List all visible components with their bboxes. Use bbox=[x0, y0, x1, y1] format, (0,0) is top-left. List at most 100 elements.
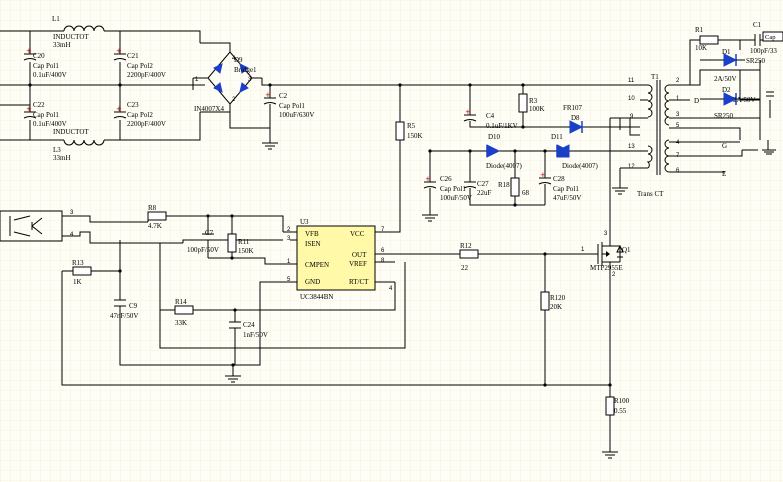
ic-u3[interactable]: U3 UC3844BN VFB ISEN CMPEN GND VCC OUT V… bbox=[287, 218, 455, 301]
c22-value: 0.1uF/400V bbox=[33, 120, 67, 128]
svg-text:+: + bbox=[26, 105, 32, 113]
svg-text:C1: C1 bbox=[753, 21, 762, 29]
svg-text:+: + bbox=[465, 108, 471, 116]
capacitor-c27[interactable]: C27 22uF bbox=[463, 151, 545, 206]
svg-text:6: 6 bbox=[381, 248, 385, 254]
svg-text:9: 9 bbox=[630, 114, 634, 120]
ground-symbol bbox=[262, 140, 278, 150]
svg-text:C2: C2 bbox=[279, 92, 288, 100]
capacitor-c4[interactable]: + C4 0.1uF/1KV bbox=[463, 85, 585, 130]
svg-text:C7: C7 bbox=[205, 229, 214, 237]
svg-text:4: 4 bbox=[389, 286, 393, 292]
capacitor-c28[interactable]: + C28 Cap Pol1 47uF/50V bbox=[538, 151, 581, 205]
diode-d2[interactable]: D2 2A/50V SR250 bbox=[700, 86, 760, 120]
capacitor-c2[interactable]: + C2 Cap Pol1 100uF/630V bbox=[263, 85, 314, 128]
svg-text:C9: C9 bbox=[129, 302, 138, 310]
capacitor-c9[interactable]: C9 47nF/50V bbox=[110, 281, 290, 366]
l1-ref: L1 bbox=[52, 15, 60, 23]
svg-text:4: 4 bbox=[232, 56, 236, 62]
l3-value: 33mH bbox=[53, 154, 71, 162]
svg-text:5: 5 bbox=[676, 123, 680, 129]
svg-text:R120: R120 bbox=[550, 294, 566, 302]
svg-text:+: + bbox=[26, 47, 32, 55]
resistor-r100[interactable]: R100 0.55 bbox=[605, 385, 630, 452]
svg-text:3: 3 bbox=[70, 210, 74, 216]
svg-text:C24: C24 bbox=[243, 321, 255, 329]
bridge-rectifier-d9[interactable]: 1 4 3 2 D9 Bridge1 IN4007X4 bbox=[192, 42, 640, 140]
svg-text:SR250: SR250 bbox=[714, 112, 734, 120]
svg-text:1: 1 bbox=[581, 247, 585, 253]
svg-text:2: 2 bbox=[676, 78, 680, 84]
svg-text:R5: R5 bbox=[407, 122, 416, 130]
c23-ref: C23 bbox=[127, 101, 139, 109]
svg-text:0.55: 0.55 bbox=[614, 407, 627, 415]
resistor-r12[interactable]: R12 22 bbox=[455, 242, 545, 272]
resistor-r8[interactable]: R8 4.7K bbox=[147, 204, 208, 230]
svg-text:+: + bbox=[116, 105, 122, 113]
svg-text:3: 3 bbox=[287, 236, 291, 242]
svg-text:100uF/50V: 100uF/50V bbox=[440, 194, 472, 202]
svg-text:Cap Pol1: Cap Pol1 bbox=[553, 185, 579, 193]
resistor-r13[interactable]: R13 1K bbox=[61, 259, 610, 386]
svg-text:T1: T1 bbox=[651, 73, 659, 81]
diode-d10[interactable]: D10 Diode(4007) bbox=[486, 133, 522, 170]
svg-text:D1: D1 bbox=[722, 48, 731, 56]
resistor-r1[interactable]: R1 10K bbox=[695, 26, 719, 52]
c20-value: 0.1uF/400V bbox=[33, 71, 67, 79]
svg-text:2A/50V: 2A/50V bbox=[714, 75, 737, 83]
svg-text:1: 1 bbox=[287, 259, 291, 265]
capacitor-c22[interactable]: + C22 Cap Pol1 0.1uF/400V bbox=[23, 101, 67, 128]
capacitor-c1[interactable]: Cap C1 100pF/33 bbox=[750, 21, 783, 55]
svg-text:4.7K: 4.7K bbox=[148, 222, 162, 230]
svg-text:R100: R100 bbox=[614, 397, 630, 405]
svg-text:D10: D10 bbox=[488, 133, 501, 141]
emi-filter: + C20 Cap Pol1 0.1uF/400V + C21 Cap Pol2… bbox=[0, 15, 205, 162]
capacitor-c23[interactable]: + C23 Cap Pol2 2200pF/400V bbox=[113, 101, 166, 128]
l3-ref: L3 bbox=[53, 146, 61, 154]
svg-text:C28: C28 bbox=[553, 175, 565, 183]
capacitor-c24[interactable]: C24 1nF/50V bbox=[229, 282, 396, 365]
svg-text:33K: 33K bbox=[175, 319, 187, 327]
capacitor-c26[interactable]: + C26 Cap Pol1 100uF/50V bbox=[423, 151, 472, 210]
c21-type: Cap Pol2 bbox=[127, 62, 153, 70]
ground-c26 bbox=[422, 210, 438, 222]
svg-text:CMPEN: CMPEN bbox=[305, 261, 329, 269]
output-cap bbox=[766, 91, 774, 118]
optocoupler[interactable]: 3 4 bbox=[0, 210, 283, 244]
inductor-l1[interactable]: L1 INDUCTOT 33mH bbox=[52, 15, 105, 49]
capacitor-c7[interactable]: C7 100pF/50V bbox=[187, 216, 219, 258]
mosfet-q1[interactable]: Q1 MTP2955E 1 3 2 bbox=[581, 230, 631, 385]
transformer-t1[interactable]: 11 10 9 13 12 2 1 3 5 4 7 6 T1 Trans CT … bbox=[628, 73, 727, 198]
inductor-l3[interactable]: INDUCTOT L3 33mH bbox=[53, 128, 105, 162]
svg-text:R12: R12 bbox=[460, 242, 472, 250]
svg-text:5: 5 bbox=[287, 277, 291, 283]
svg-text:G: G bbox=[722, 142, 727, 150]
svg-text:47uF/50V: 47uF/50V bbox=[553, 194, 581, 202]
resistor-r11[interactable]: R11 150K bbox=[227, 216, 254, 258]
svg-text:1nF/50V: 1nF/50V bbox=[243, 331, 268, 339]
svg-text:Cap: Cap bbox=[765, 34, 775, 41]
svg-text:7: 7 bbox=[676, 153, 680, 159]
svg-text:2: 2 bbox=[287, 227, 291, 233]
svg-text:Diode(4007): Diode(4007) bbox=[562, 162, 598, 170]
diode-d11[interactable]: D11 Diode(4007) bbox=[551, 133, 598, 170]
svg-text:FR107: FR107 bbox=[563, 104, 583, 112]
svg-text:R14: R14 bbox=[175, 298, 187, 306]
svg-text:VREF: VREF bbox=[349, 260, 367, 268]
c20-type: Cap Pol1 bbox=[33, 62, 59, 70]
ground-secondary bbox=[762, 140, 776, 155]
svg-text:11: 11 bbox=[628, 78, 635, 84]
svg-text:D: D bbox=[694, 97, 699, 105]
c21-value: 2200pF/400V bbox=[127, 71, 166, 79]
svg-text:R3: R3 bbox=[529, 97, 538, 105]
capacitor-c20[interactable]: + C20 Cap Pol1 0.1uF/400V bbox=[23, 47, 67, 79]
svg-text:1: 1 bbox=[195, 77, 199, 83]
resistor-r120[interactable]: R120 20K bbox=[540, 254, 566, 385]
svg-text:C4: C4 bbox=[486, 112, 495, 120]
svg-text:10K: 10K bbox=[695, 44, 707, 52]
svg-text:47nF/50V: 47nF/50V bbox=[110, 312, 138, 320]
diode-d1[interactable]: D1 SR250 2A/50V bbox=[700, 48, 766, 83]
capacitor-c21[interactable]: + C21 Cap Pol2 2200pF/400V bbox=[113, 47, 166, 79]
svg-text:1: 1 bbox=[676, 96, 680, 102]
svg-text:R18: R18 bbox=[498, 181, 510, 189]
